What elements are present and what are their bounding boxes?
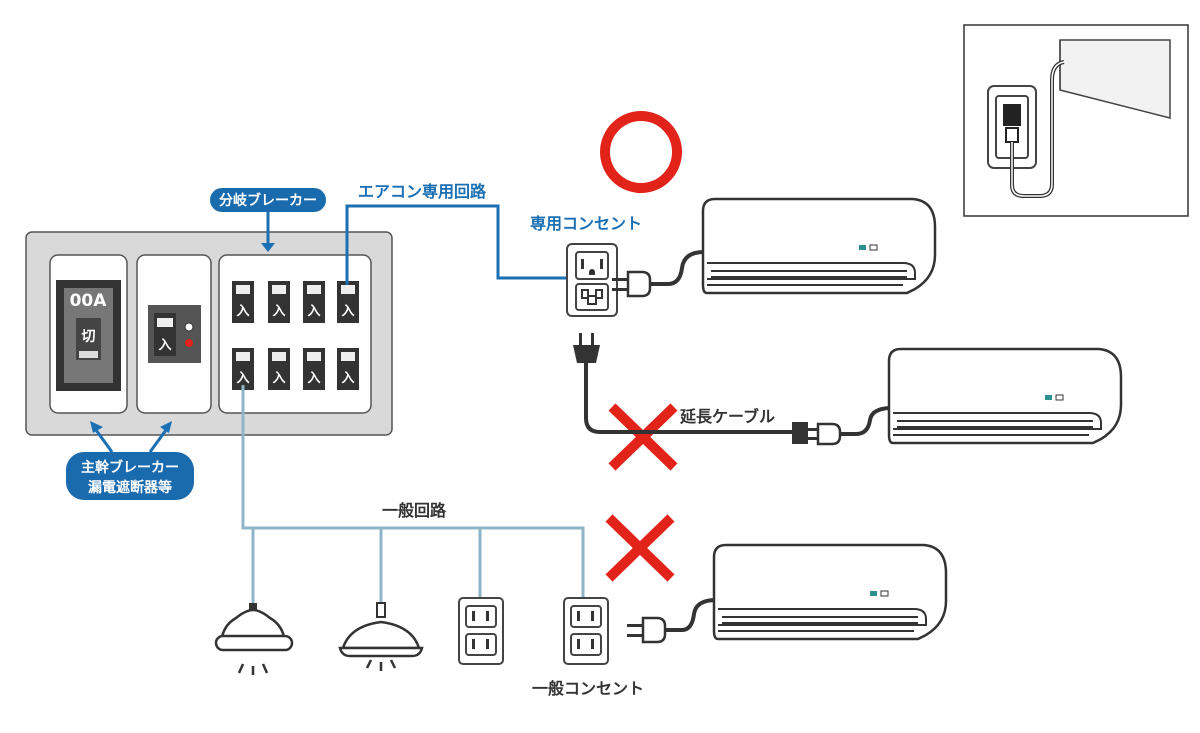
- inset-illustration: [963, 24, 1189, 217]
- extension-cable: [573, 333, 893, 446]
- wires: [90, 204, 585, 605]
- branch-breaker-state: 入: [341, 371, 354, 386]
- branch-breaker-switch: 入: [303, 281, 325, 323]
- branch-breaker-state: 入: [307, 371, 320, 386]
- dedicated-circuit-label: エアコン専用回路: [358, 182, 487, 201]
- branch-breaker-switch: 入: [303, 348, 325, 390]
- plug-ac3: [627, 598, 717, 644]
- cross-ng-icon: [605, 514, 675, 582]
- general-outlet-1: [458, 597, 504, 665]
- air-conditioner-extension: [887, 347, 1123, 445]
- label-main-breaker: 主幹ブレーカー 漏電遮断器等: [66, 452, 194, 500]
- branch-breaker-label: 分岐ブレーカー: [219, 192, 317, 209]
- general-circuit-wire: [241, 385, 585, 605]
- air-conditioner-general: [712, 543, 948, 641]
- general-outlet-2: [563, 597, 609, 665]
- branch-breaker-state: 入: [307, 304, 320, 319]
- branch-breaker-state: 入: [272, 304, 285, 319]
- leakage-breaker-state: 入: [158, 338, 171, 353]
- branch-breaker-state: 入: [272, 371, 285, 386]
- extension-cable-label: 延長ケーブル: [679, 407, 775, 426]
- branch-breaker-switch: 入: [337, 281, 359, 323]
- pendant-light-2: [338, 602, 424, 671]
- main-breaker-label-line1: 主幹ブレーカー: [81, 459, 179, 476]
- pendant-light-1: [214, 603, 294, 675]
- branch-breaker-state: 入: [236, 304, 249, 319]
- general-circuit-label: 一般回路: [382, 501, 447, 520]
- leakage-breaker: 入: [148, 305, 201, 363]
- dedicated-circuit-wire: [345, 204, 567, 285]
- cross-ng-icon: [608, 403, 678, 471]
- label-branch-breaker: 分岐ブレーカー: [210, 188, 326, 212]
- air-conditioner-dedicated: [701, 197, 937, 295]
- branch-breaker-switch: 入: [268, 281, 290, 323]
- main-breaker-state: 切: [82, 329, 96, 345]
- general-outlet-label: 一般コンセント: [532, 679, 644, 698]
- branch-breaker-switch: 入: [232, 348, 254, 390]
- branch-breaker-state: 入: [341, 304, 354, 319]
- main-breaker: 00A 切: [56, 280, 121, 391]
- main-breaker-rating: 00A: [70, 291, 108, 311]
- circle-ok-icon: [600, 111, 682, 193]
- distribution-panel: 00A 切 入 入入入入入入入入: [25, 231, 393, 436]
- branch-breaker-switch: 入: [337, 348, 359, 390]
- branch-breaker-state: 入: [236, 371, 249, 386]
- branch-breaker-switch: 入: [268, 348, 290, 390]
- indicator-lamp: [185, 339, 193, 347]
- dedicated-outlet-label: 専用コンセント: [530, 214, 642, 233]
- plug-ac1: [612, 250, 705, 298]
- dedicated-outlet: [566, 243, 618, 317]
- branch-breakers: 入入入入入入入入: [232, 281, 359, 390]
- branch-breaker-switch: 入: [232, 281, 254, 323]
- main-breaker-label-line2: 漏電遮断器等: [88, 479, 172, 496]
- test-button: [184, 322, 194, 332]
- air-conditioners: [701, 197, 1123, 641]
